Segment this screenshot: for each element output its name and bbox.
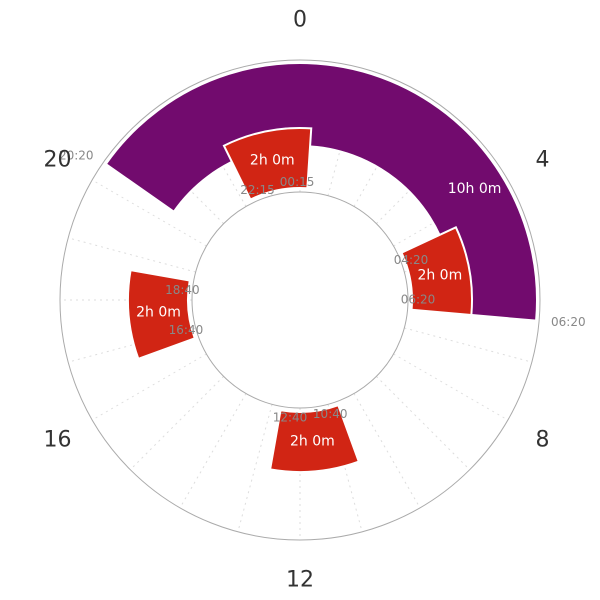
segment-start-time: 04:20 bbox=[394, 253, 429, 267]
segment-end-time: 18:40 bbox=[165, 283, 200, 297]
inner-ring-border bbox=[191, 191, 409, 409]
activity-segment bbox=[400, 225, 473, 317]
segment-end-time: 00:15 bbox=[280, 175, 315, 189]
segment-end-time: 12:40 bbox=[273, 411, 308, 425]
segment-duration-label: 2h 0m bbox=[417, 267, 462, 283]
grid-spoke bbox=[129, 376, 224, 471]
hour-label-16: 16 bbox=[44, 428, 72, 453]
grid-spoke bbox=[376, 376, 471, 471]
segment-end-time: 06:20 bbox=[401, 293, 436, 307]
grid-spoke bbox=[91, 353, 207, 421]
grid-spoke bbox=[179, 393, 247, 509]
grid-spoke bbox=[237, 404, 273, 532]
segment-start-time: 22:15 bbox=[240, 183, 275, 197]
hour-label-12: 12 bbox=[286, 568, 314, 593]
grid-spoke bbox=[353, 393, 421, 509]
grid-spoke bbox=[91, 179, 207, 247]
hour-label-0: 0 bbox=[293, 8, 307, 33]
grid-spoke bbox=[393, 353, 509, 421]
segment-end-time: 06:20 bbox=[551, 315, 586, 329]
segment-duration-label: 2h 0m bbox=[136, 304, 181, 320]
segment-duration-label: 2h 0m bbox=[290, 433, 335, 449]
activity-segment bbox=[268, 403, 361, 473]
ring-borders bbox=[59, 59, 541, 541]
grid-spoke bbox=[404, 327, 532, 363]
hour-label-20: 20 bbox=[44, 148, 72, 173]
grid-spoke bbox=[68, 237, 196, 273]
hour-label-8: 8 bbox=[535, 428, 549, 453]
hour-labels-layer: 0 4 8 12 16 20 bbox=[44, 8, 550, 593]
segments-layer: 10h 0m 2h 0m 2h 0m 2h 0m 2h 0m bbox=[104, 62, 538, 473]
segment-start-time: 16:40 bbox=[169, 323, 204, 337]
grid-spoke bbox=[68, 327, 196, 363]
time-labels-layer: 20:20 06:20 22:15 00:15 04:20 06:20 10:40 12:40… bbox=[59, 148, 586, 424]
segment-duration-label: 10h 0m bbox=[448, 181, 502, 197]
segment-duration-label: 2h 0m bbox=[250, 153, 295, 169]
hour-label-4: 4 bbox=[535, 148, 549, 173]
activity-segment bbox=[127, 268, 197, 361]
segment-start-time: 10:40 bbox=[313, 407, 348, 421]
activity-segment bbox=[222, 127, 313, 201]
outer-ring-border bbox=[59, 59, 541, 541]
grid-spoke bbox=[327, 404, 363, 532]
segment-start-time: 20:20 bbox=[59, 148, 94, 162]
